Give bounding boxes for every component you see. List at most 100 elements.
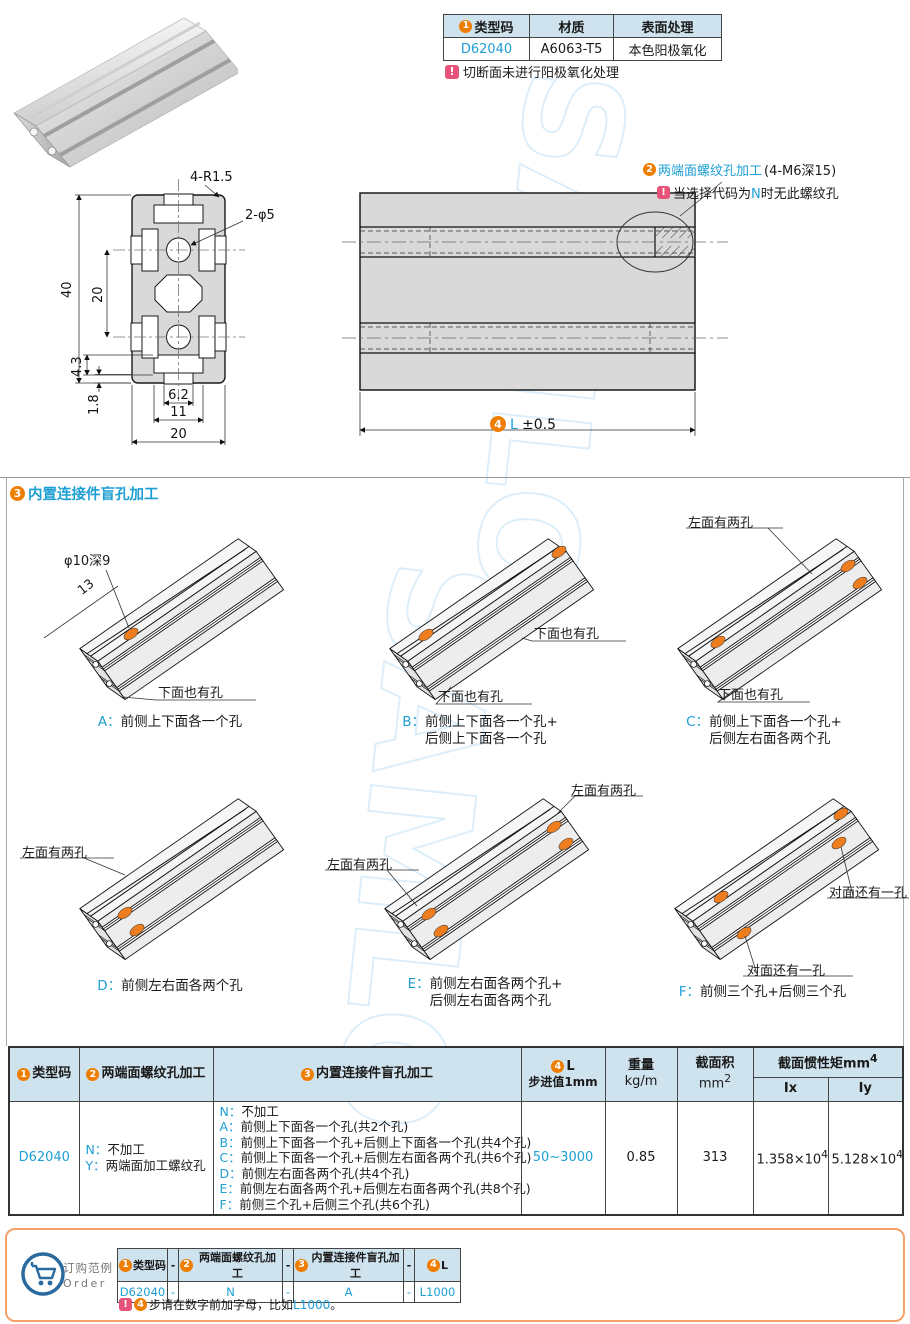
profile-outline bbox=[113, 179, 245, 401]
hole-dot bbox=[558, 837, 574, 851]
header-ix: Ix bbox=[752, 1076, 829, 1102]
cell-area: 313 bbox=[676, 1100, 754, 1216]
left-holes-label: 左面有两孔 bbox=[22, 846, 88, 861]
hole-dot bbox=[129, 923, 145, 937]
variant-b-caption: B： 前侧上下面各一个孔+后侧上下面各一个孔 bbox=[402, 714, 558, 747]
thread-annotation: 2 两端面螺纹孔加工 (4-M6深15) bbox=[643, 160, 836, 179]
order-dash: - bbox=[403, 1281, 415, 1303]
variant-d-caption: D： 前侧左右面各两个孔 bbox=[97, 978, 243, 994]
hole-dot bbox=[546, 820, 562, 834]
num-badge-4 bbox=[490, 416, 506, 432]
cross-section-drawing: 40 20 4.3 1.8 6.2 11 20 4-R1.5 2-φ5 bbox=[60, 170, 275, 445]
variant-cell-c: 左面有两孔 下面也有孔 C： 前侧上下面各一个孔+后侧左右面各两个孔 bbox=[618, 510, 910, 760]
header-area: 截面积 mm2 bbox=[676, 1046, 754, 1102]
opposite-hole-label: 对面还有一孔 bbox=[829, 886, 908, 901]
blind-hole-section-title: 3 内置连接件盲孔加工 bbox=[10, 483, 159, 504]
svg-text:20: 20 bbox=[91, 286, 106, 303]
side-body bbox=[342, 181, 728, 391]
bottom-hole-label: 下面也有孔 bbox=[718, 688, 784, 703]
variant-a-drawing bbox=[43, 538, 285, 701]
svg-text:4.3: 4.3 bbox=[70, 356, 85, 377]
num-badge-2: 2 bbox=[86, 1067, 100, 1081]
cell-type-code: D62040 bbox=[8, 1100, 80, 1216]
hole-dot bbox=[840, 559, 856, 573]
variant-cell-d: 左面有两孔 D： 前侧左右面各两个孔 bbox=[20, 770, 320, 1020]
variant-b-drawing bbox=[389, 538, 626, 705]
svg-text:11: 11 bbox=[170, 405, 187, 420]
left-holes-label: 左面有两孔 bbox=[327, 858, 393, 873]
spec-header-finish: 表面处理 bbox=[613, 14, 722, 38]
warning-icon: ! bbox=[119, 1298, 132, 1311]
svg-text:4-R1.5: 4-R1.5 bbox=[190, 170, 233, 185]
variant-cell-e: 左面有两孔 左面有两孔 E： 前侧左右面各两个孔+后侧左右面各两个孔 bbox=[325, 770, 645, 1025]
variant-e-caption: E： 前侧左右面各两个孔+后侧左右面各两个孔 bbox=[407, 976, 563, 1009]
num-badge-4: 4 bbox=[426, 1258, 440, 1272]
product-photo bbox=[13, 17, 238, 168]
order-val-blind: A bbox=[293, 1281, 404, 1303]
hole-dot bbox=[551, 545, 567, 559]
svg-text:1.8: 1.8 bbox=[87, 394, 102, 415]
svg-text:2-φ5: 2-φ5 bbox=[245, 208, 275, 223]
svg-text:20: 20 bbox=[170, 427, 187, 442]
variant-cell-a: φ10深9 13 下面也有孔 A： 前侧上下面各一个孔 bbox=[20, 510, 320, 760]
header-inertia: 截面惯性矩mm4 bbox=[752, 1046, 904, 1078]
order-dash: - bbox=[167, 1248, 179, 1282]
hole-dim-label: φ10深9 bbox=[64, 554, 111, 569]
length-dimension: 4 L ±0.5 bbox=[359, 392, 696, 436]
num-badge-4: 4 bbox=[134, 1298, 147, 1311]
order-dash: - bbox=[282, 1248, 294, 1282]
variant-d-drawing bbox=[20, 798, 285, 961]
num-badge-3: 3 bbox=[300, 1067, 314, 1081]
thread-hatch bbox=[655, 227, 695, 238]
num-badge-4: 4 bbox=[551, 1060, 565, 1074]
hole-dot bbox=[713, 890, 729, 904]
section-divider bbox=[0, 477, 910, 478]
order-val-length: L1000 bbox=[414, 1281, 461, 1303]
spec-table: 1 类型码 材质 表面处理 D62040 A6063-T5 本色阳极氧化 bbox=[443, 14, 722, 61]
hole-dot bbox=[736, 926, 752, 940]
cell-ix: 1.358×104 bbox=[752, 1100, 829, 1216]
hole-dot bbox=[433, 924, 449, 938]
hole-dot bbox=[831, 836, 847, 850]
warning-icon: ! bbox=[445, 64, 459, 79]
anodize-note: ! 切断面未进行阳极氧化处理 bbox=[445, 62, 619, 81]
svg-text:L: L bbox=[510, 417, 518, 433]
spec-finish: 本色阳极氧化 bbox=[613, 37, 722, 61]
variant-a-caption: A： 前侧上下面各一个孔 bbox=[97, 714, 243, 730]
variant-cell-b: 下面也有孔 下面也有孔 B： 前侧上下面各一个孔+后侧上下面各一个孔 bbox=[330, 510, 630, 760]
dimension-labels: 40 20 4.3 1.8 6.2 11 20 4-R1.5 2-φ5 bbox=[60, 170, 275, 442]
header-iy: Iy bbox=[827, 1076, 904, 1102]
hole-dot bbox=[710, 635, 726, 649]
num-badge-2: 2 bbox=[180, 1258, 193, 1272]
thread-note: ! 当选择代码为N时无此螺纹孔 bbox=[657, 183, 839, 202]
num-badge-1: 1 bbox=[459, 19, 473, 33]
photo-profile-bar bbox=[13, 17, 238, 168]
variant-e-drawing bbox=[325, 795, 643, 961]
hole-dot bbox=[833, 807, 849, 821]
left-holes-label: 左面有两孔 bbox=[688, 516, 754, 531]
hole-dot bbox=[123, 627, 139, 641]
spec-material: A6063-T5 bbox=[529, 37, 614, 61]
num-badge-3: 3 bbox=[10, 486, 25, 501]
cart-icon bbox=[21, 1252, 65, 1296]
variant-f-caption: F： 前侧三个孔+后侧三个孔 bbox=[678, 984, 847, 1000]
dimensions bbox=[75, 184, 244, 445]
opposite-hole-label: 对面还有一孔 bbox=[747, 964, 826, 979]
spec-header-type: 1 类型码 bbox=[443, 14, 530, 38]
variant-c-drawing bbox=[677, 527, 883, 703]
left-rule bbox=[6, 477, 7, 1046]
hole-dot bbox=[418, 628, 434, 642]
order-note: ! 4 步请在数字前加字母，比如L1000。 bbox=[119, 1296, 342, 1313]
cell-thread-options: N：不加工 Y：两端面加工螺纹孔 bbox=[78, 1100, 214, 1216]
